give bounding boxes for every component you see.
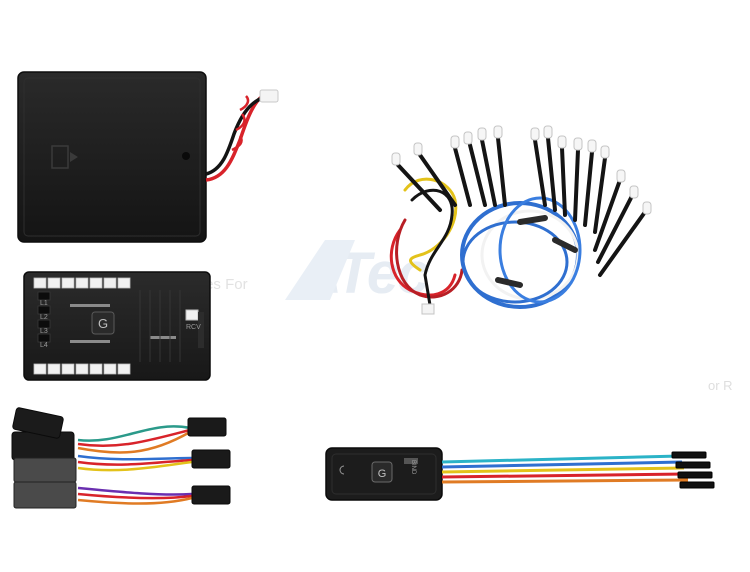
light-controller: G xyxy=(23,271,211,381)
battery-box xyxy=(17,71,279,243)
port-label-l4: L4 xyxy=(40,342,48,349)
rcv-label: RCV xyxy=(186,324,201,331)
led-wire-bundle xyxy=(389,125,652,315)
receiver-module: G xyxy=(325,447,715,501)
svg-text:G: G xyxy=(378,468,387,480)
corner-watermark: or R xyxy=(708,378,733,393)
svg-text:G: G xyxy=(98,316,108,331)
bind-label: BIND xyxy=(410,460,416,475)
watermark-swoosh xyxy=(285,240,355,300)
port-label-l3: L3 xyxy=(40,328,48,335)
servo-y-cables xyxy=(11,407,231,509)
port-label-l2: L2 xyxy=(40,314,48,321)
port-label-l1: L1 xyxy=(40,300,48,307)
